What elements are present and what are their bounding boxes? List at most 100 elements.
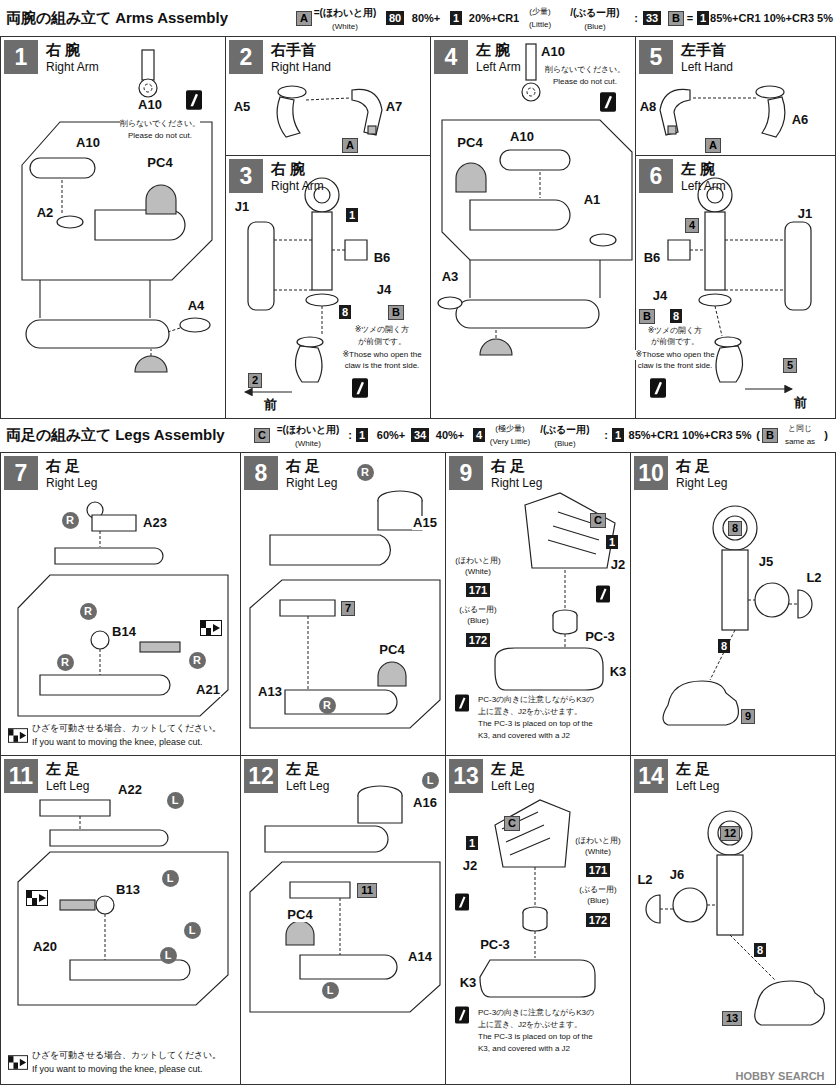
note-text: The PC-3 is placed on top of the xyxy=(478,1032,593,1041)
side-mark: R xyxy=(319,697,336,714)
reference-badge: A xyxy=(342,138,358,153)
color-number-badge: 171 xyxy=(586,863,610,877)
small-note: が前側です。 xyxy=(358,337,406,346)
part-label: A10 xyxy=(75,136,101,151)
part-label: PC4 xyxy=(378,643,405,658)
color-number-badge: 8 xyxy=(670,309,682,323)
part-label: A20 xyxy=(32,940,58,955)
color-number-badge: 1 xyxy=(346,208,358,222)
step-number: 13 xyxy=(449,759,483,793)
note-text: PC-3の向きに注意しながらK3の xyxy=(478,695,594,704)
step6-parts xyxy=(725,290,785,291)
step1-parts xyxy=(168,328,180,332)
step9-parts xyxy=(596,585,610,602)
step3-parts xyxy=(352,378,368,398)
step8-parts xyxy=(270,535,390,565)
step4-parts xyxy=(522,83,540,101)
small-note: (White) xyxy=(332,22,358,31)
step-title-ja: 右 腕 xyxy=(46,41,80,59)
note-text: If you want to moving the knee, please c… xyxy=(32,737,203,747)
color-number-badge: 33 xyxy=(643,11,661,25)
step6-parts xyxy=(725,240,785,241)
part-label: A23 xyxy=(142,516,168,531)
step9-parts xyxy=(553,615,577,634)
step4-parts xyxy=(442,120,632,260)
formula-text: 85%+CR1 10%+CR3 5% xyxy=(629,429,752,442)
step8-parts xyxy=(308,616,309,690)
part-label: PC-3 xyxy=(479,938,511,953)
small-note: (ほわいと用) xyxy=(455,556,500,565)
step6-parts xyxy=(705,212,725,290)
part-label: A7 xyxy=(385,100,404,115)
small-note: (極少量) xyxy=(495,424,524,433)
step5-parts xyxy=(660,86,785,137)
note-text: ひざを可動させる場合、カットしてください。 xyxy=(32,1050,221,1060)
step8-parts xyxy=(280,600,335,616)
step-number: 12 xyxy=(244,759,278,793)
part-label: A15 xyxy=(412,516,438,531)
step4-parts xyxy=(456,300,599,328)
step13-parts xyxy=(455,800,595,1024)
step10-parts xyxy=(722,550,748,630)
step14-parts xyxy=(730,935,775,980)
step-title-en: Right Hand xyxy=(271,60,331,74)
step4-parts xyxy=(438,44,632,355)
step5-parts xyxy=(756,86,784,98)
step-title-ja: 右 足 xyxy=(46,457,80,475)
section-heading: 両腕の組み立て Arms Assembly xyxy=(6,9,228,26)
step-panel: 10右 足Right Leg xyxy=(630,452,836,756)
step3-parts xyxy=(322,306,323,336)
step14-parts xyxy=(708,811,752,855)
small-note: (Blue) xyxy=(554,439,575,448)
reference-badge: B xyxy=(762,428,778,443)
step3-parts xyxy=(312,212,332,290)
step12-parts xyxy=(300,955,397,979)
formula-text: 40%+ xyxy=(436,429,464,442)
step9-parts xyxy=(455,694,469,711)
part-label: 前 xyxy=(263,398,278,413)
small-note: Please do not cut. xyxy=(128,131,192,140)
note-text: PC-3の向きに注意しながらK3の xyxy=(478,1008,594,1017)
step6-parts xyxy=(716,346,743,382)
small-note: 削らないでください。 xyxy=(120,119,200,128)
step2-parts xyxy=(277,86,382,137)
step11-parts xyxy=(80,816,81,830)
step13-parts xyxy=(480,960,595,997)
step8-parts xyxy=(378,662,406,686)
step14-parts xyxy=(755,981,825,1025)
part-label: A22 xyxy=(117,783,143,798)
small-note: (ぶるー用) xyxy=(579,885,616,894)
step10-parts xyxy=(798,590,812,618)
color-number-badge: 171 xyxy=(466,583,490,597)
small-note: (White) xyxy=(465,567,491,576)
step-title-ja: 右 足 xyxy=(491,457,525,475)
color-number-badge: 1 xyxy=(450,11,462,25)
step-title-ja: 左手首 xyxy=(681,41,726,59)
step-title-en: Right Leg xyxy=(46,476,97,490)
color-number-badge: 80 xyxy=(386,11,404,25)
reference-badge: C xyxy=(504,816,520,831)
step-panel: 6左 腕Left Arm xyxy=(635,155,836,419)
step-title-en: Right Arm xyxy=(271,179,324,193)
step-number: 4 xyxy=(434,40,468,74)
step14-parts xyxy=(707,905,717,906)
step-panel: 14左 足Left Leg xyxy=(630,755,836,1085)
formula-text: 20%+CR1 xyxy=(469,12,519,25)
small-note: (Blue) xyxy=(587,896,608,905)
color-number-badge: 1 xyxy=(356,428,368,442)
step10-parts xyxy=(755,583,789,617)
part-label: A10 xyxy=(137,98,163,113)
side-mark: L xyxy=(167,792,184,809)
step12-parts xyxy=(265,826,388,852)
formula-text: : xyxy=(348,429,352,442)
step-number: 2 xyxy=(229,40,263,74)
part-label: L2 xyxy=(805,571,822,586)
small-note: (Blue) xyxy=(467,616,488,625)
step4-parts xyxy=(470,200,570,230)
part-label: B6 xyxy=(643,251,662,266)
color-number-badge: 1 xyxy=(612,428,624,442)
part-label: A13 xyxy=(257,685,283,700)
step1-parts xyxy=(22,50,212,372)
color-number-badge: 1 xyxy=(466,836,478,850)
